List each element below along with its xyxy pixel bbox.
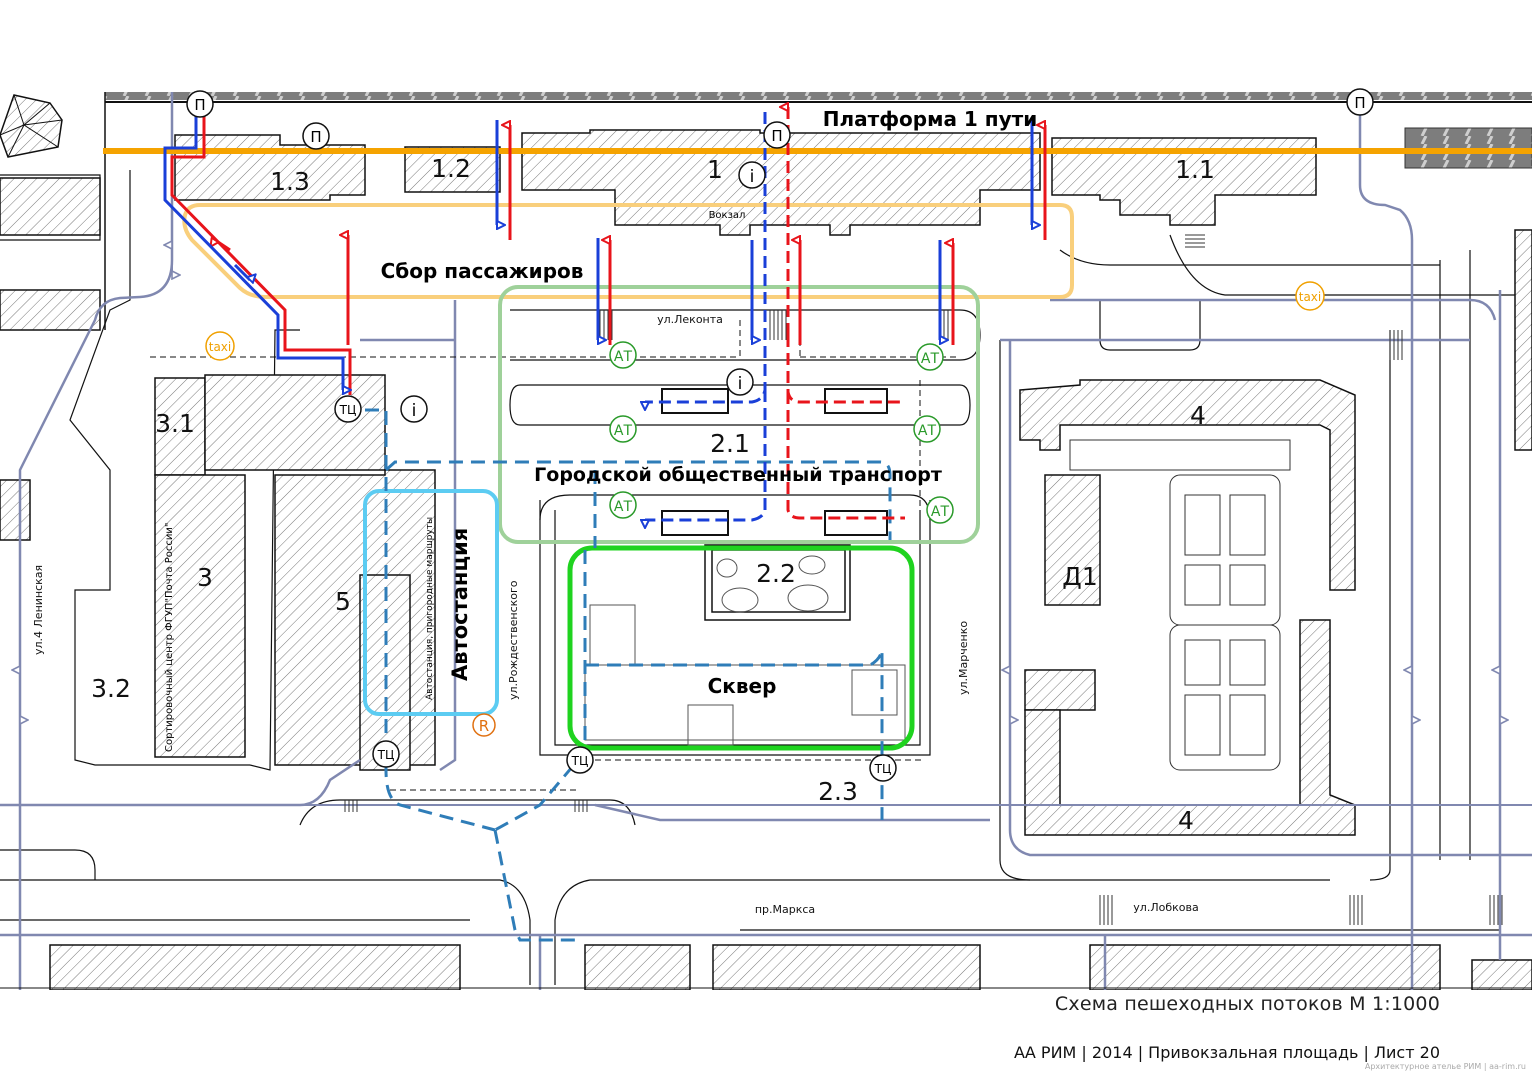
square-details [584, 555, 906, 746]
taxi-label: taxi [209, 340, 232, 354]
building-number: 2.3 [818, 777, 858, 806]
building-3 [154, 474, 246, 758]
bus-stop-marker[interactable]: АТ [609, 415, 637, 443]
ticket-label: R [479, 717, 489, 735]
building-number: 4 [1190, 401, 1206, 430]
station-small-label: Вокзал [709, 210, 746, 221]
building-2-2 [704, 544, 851, 621]
building-number: 3.2 [91, 674, 131, 703]
info-label: i [738, 374, 743, 394]
sidewalk-bidirectional-arrows [20, 245, 1500, 720]
transit-zone [498, 285, 980, 544]
building-number: 4 [1178, 806, 1194, 835]
building-1-station [521, 129, 1041, 236]
building-number: 2.2 [756, 559, 796, 588]
underpass-marker[interactable]: П [186, 90, 214, 118]
bus-stop-markers: АТ АТ АТ АТ АТ АТ [609, 341, 954, 524]
railway-track [104, 92, 1532, 330]
mall-label: ТЦ [874, 762, 892, 776]
postal-center-label: Сортировочный центр ФГУП"Почта России" [164, 523, 175, 752]
building-number: 1.1 [1175, 155, 1215, 184]
building-number: 1 [707, 155, 723, 184]
bus-stop-label: АТ [614, 499, 633, 515]
building-4-south [1024, 619, 1356, 836]
street-label: пр.Маркса [755, 903, 815, 916]
info-marker[interactable]: i [400, 395, 428, 423]
sidewalk-network [0, 92, 1532, 990]
building-number: 3 [197, 563, 213, 592]
taxi-marker[interactable]: taxi [1295, 281, 1325, 311]
pedestrian-flow-map: П П П П i i i АТ АТ АТ АТ АТ АТ ТЦ ТЦ ТЦ… [0, 88, 1532, 990]
info-label: i [412, 401, 417, 421]
inbound-flow-routes [170, 95, 1047, 520]
mall-marker[interactable]: ТЦ [372, 740, 400, 768]
bus-stop-marker[interactable]: АТ [609, 341, 637, 369]
square-zone [567, 545, 915, 751]
bus-stop-marker[interactable]: АТ [916, 343, 944, 371]
mall-marker[interactable]: ТЦ [334, 395, 362, 423]
underpass-marker[interactable]: П [763, 121, 791, 149]
underpass-marker[interactable]: П [1346, 88, 1374, 116]
bus-stop-marker[interactable]: АТ [913, 415, 941, 443]
monument-icon [0, 94, 63, 158]
bus-stop-marker[interactable]: АТ [926, 496, 954, 524]
building-number: 3.1 [155, 409, 195, 438]
info-marker[interactable]: i [726, 368, 754, 396]
outbound-flow-routes [163, 95, 1032, 520]
underpass-label: П [771, 127, 782, 145]
building-numbers: 1 1.1 1.2 1.3 2.1 2.2 2.3 3 3.1 3.2 4 4 … [91, 154, 1215, 835]
info-label: i [750, 167, 755, 187]
bus-stop-label: АТ [614, 349, 633, 365]
mall-label: ТЦ [377, 748, 395, 762]
building-number: 2.1 [710, 429, 750, 458]
underpass-marker[interactable]: П [302, 122, 330, 150]
building-5 [274, 469, 436, 766]
mall-label: ТЦ [339, 403, 357, 417]
underpass-label: П [194, 96, 205, 114]
bus-stop-label: АТ [921, 351, 940, 367]
info-marker[interactable]: i [738, 161, 766, 189]
underpass-label: П [1354, 94, 1365, 112]
street-label: ул.4 Ленинская [32, 565, 45, 655]
bus-station-label: Автостанция [448, 528, 472, 681]
square-label: Сквер [708, 674, 777, 698]
sheet-title: Схема пешеходных потоков М 1:1000 [1054, 993, 1440, 1015]
building-number: 1.2 [431, 154, 471, 183]
taxi-label: taxi [1299, 290, 1322, 304]
street-label: ул.Марченко [957, 621, 970, 695]
ticket-office-marker[interactable]: R [472, 713, 496, 737]
mall-marker[interactable]: ТЦ [869, 754, 897, 782]
pickup-label: Сбор пассажиров [381, 259, 584, 283]
street-label: ул.Рождественского [507, 580, 520, 700]
building-number: 5 [335, 587, 351, 616]
mall-markers: ТЦ ТЦ ТЦ ТЦ [334, 395, 897, 782]
underpass-label: П [310, 128, 321, 146]
building-1-2 [404, 146, 501, 193]
bus-stop-marker[interactable]: АТ [609, 491, 637, 519]
pickup-zone [182, 203, 1074, 299]
building-number: 1.3 [270, 167, 310, 196]
courtyard-blocks [1069, 439, 1291, 771]
platform-label: Платформа 1 пути [823, 107, 1038, 131]
building-4-north [1019, 379, 1356, 591]
sheet-credit: Архитектурное ателье РИМ | aa-rim.ru [1364, 1062, 1526, 1071]
bus-stop-label: АТ [918, 423, 937, 439]
street-labels: ул.Леконта ул.Рождественского ул.Марченк… [32, 313, 1199, 916]
mall-label: ТЦ [571, 754, 589, 768]
buildings [0, 129, 1532, 990]
sheet-subtitle: АА РИМ | 2014 | Привокзальная площадь | … [1013, 1043, 1440, 1062]
crosswalks [344, 234, 1503, 925]
building-d1 [1044, 474, 1101, 606]
transit-label: Городской общественный транспорт [534, 464, 942, 486]
street-label: ул.Лобкова [1133, 901, 1198, 914]
bus-stop-label: АТ [614, 423, 633, 439]
building-number: Д1 [1062, 562, 1097, 591]
street-label: ул.Леконта [657, 313, 723, 326]
mall-marker[interactable]: ТЦ [566, 746, 594, 774]
taxi-marker[interactable]: taxi [205, 331, 235, 361]
building-1-1 [1051, 137, 1317, 226]
bus-stop-label: АТ [931, 504, 950, 520]
bus-station-note: Автостанция, пригородные маршруты [425, 517, 435, 700]
bus-station-zone [363, 489, 499, 716]
